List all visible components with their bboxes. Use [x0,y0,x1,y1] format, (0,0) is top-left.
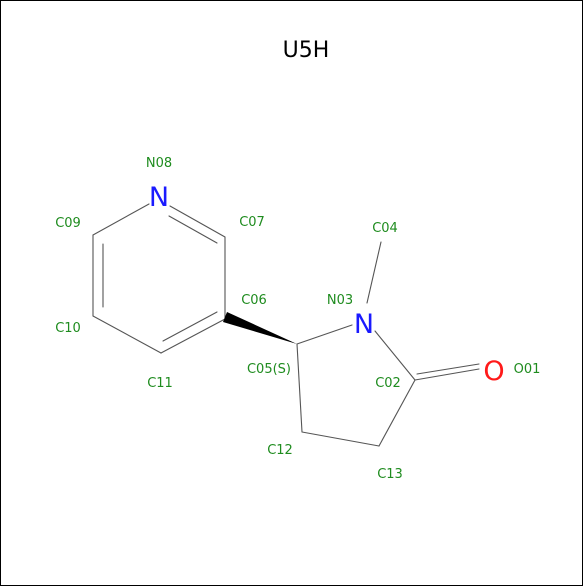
atom-label-c13: C13 [377,467,403,482]
bond-c05-n03 [296,324,353,345]
atom-label-c04: C04 [372,221,398,236]
atom-label-c05: C05(S) [247,362,291,377]
atom-label-c12: C12 [267,443,293,458]
atom-label-c07: C07 [239,215,265,230]
atom-label-n08: N08 [146,156,172,171]
atom-label-c11: C11 [147,376,173,391]
bond-c06-c11 [160,318,226,354]
molecule-title: U5H [283,38,330,63]
bond-c13-c12 [301,431,380,447]
bond-c06-c11-inner [162,311,218,342]
wedge-bond-c05-c06 [223,312,297,344]
bond-c11-c10 [92,315,162,354]
atom-label-c06: C06 [241,293,267,308]
bond-n08-c07-inner [168,215,218,244]
pyrrolidinone-ring-bonds [296,241,480,447]
atom-label-c02: C02 [375,376,401,391]
pyridine-ring-bonds [92,203,226,354]
bond-n08-c07 [169,205,226,238]
bond-c02-c13 [378,379,416,447]
nitrogen-atom-n08: N [149,182,169,213]
atom-label-n03: N03 [327,293,353,308]
bond-c12-c05 [296,343,303,433]
atom-label-c10: C10 [55,321,81,336]
atom-label-c09: C09 [55,216,81,231]
oxygen-atom-o01: O [483,356,504,387]
bond-c09-n08 [92,203,150,236]
bond-c02-o01 [414,368,480,381]
nitrogen-atom-n03: N [354,309,374,340]
bond-n03-c02 [374,330,416,381]
atom-label-o01: O01 [514,362,541,377]
bond-n03-c04 [366,241,382,304]
bond-c02-o01-double [416,363,480,375]
atom-labels: N08 C09 C07 C10 C06 C11 C04 N03 C05(S) C… [55,156,540,482]
